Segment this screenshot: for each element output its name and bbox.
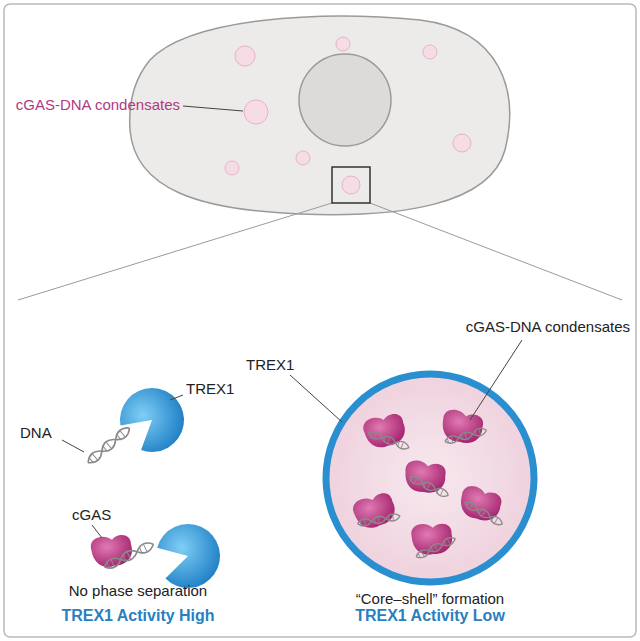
callout-label: cGAS-DNA condensates	[466, 318, 630, 336]
callout-label: TREX1	[246, 356, 294, 374]
callout-label: cGAS	[72, 506, 111, 524]
callout-label: “Core–shell” formation	[356, 590, 504, 608]
condition-label: TREX1 Activity High	[61, 606, 214, 625]
callout-label: cGAS-DNA condensates	[16, 96, 180, 114]
callout-label: No phase separation	[69, 582, 207, 600]
callout-label: TREX1	[186, 380, 234, 398]
callout-label: DNA	[20, 424, 52, 442]
condition-label: TREX1 Activity Low	[355, 606, 505, 625]
